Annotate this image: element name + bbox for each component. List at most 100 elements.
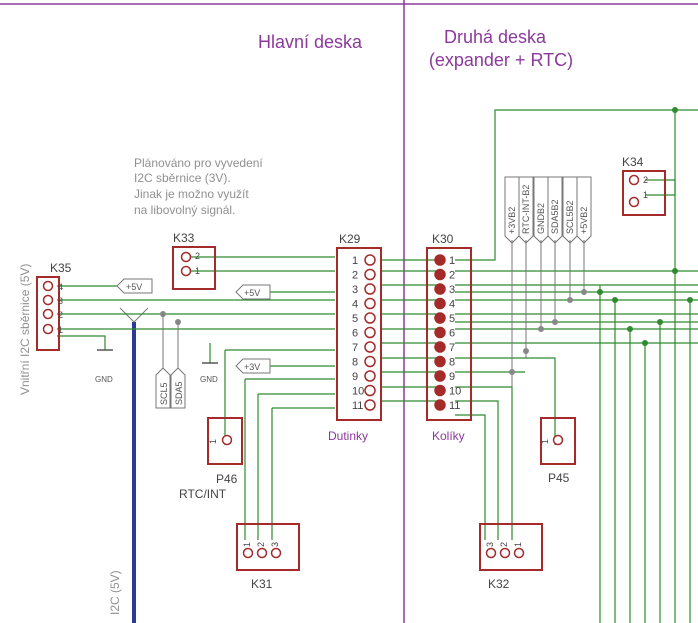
k31-label: K31 bbox=[251, 577, 273, 591]
plus3v-flag: +3V bbox=[244, 362, 260, 372]
connector-k32: 3 2 1 K32 bbox=[479, 523, 543, 591]
connector-p46: 1 P46 RTC/INT bbox=[179, 417, 243, 501]
k29-pin-1-label: 1 bbox=[352, 255, 358, 267]
note-line-2: I2C sběrnice (3V). bbox=[134, 171, 231, 185]
p46-pin-1: 1 bbox=[208, 439, 218, 444]
k32-pin-1: 1 bbox=[513, 542, 523, 547]
k30-pin-10-label: 10 bbox=[449, 386, 461, 398]
k31-pin-2: 2 bbox=[256, 542, 266, 547]
internal-bus-label: Vnitřní I2C sběrnice (5V) bbox=[18, 264, 32, 395]
k29-pin-3-label: 3 bbox=[352, 284, 358, 296]
k32-pin-3: 3 bbox=[485, 542, 495, 547]
bus-entry-2 bbox=[133, 307, 149, 323]
power-flags: +5V +5V +3V bbox=[116, 278, 271, 374]
k29-pin-7-circle bbox=[364, 341, 376, 353]
k30-pin-9-circle bbox=[434, 370, 446, 382]
k32-label: K32 bbox=[488, 577, 510, 591]
rtc-int-label: RTC/INT bbox=[179, 487, 227, 501]
connector-k31: 1 2 3 K31 bbox=[236, 523, 300, 591]
k30-label: K30 bbox=[432, 232, 454, 246]
k35-label: K35 bbox=[50, 261, 72, 275]
k30-pin-8-circle bbox=[434, 355, 446, 368]
k29-pin-5-circle bbox=[364, 312, 376, 324]
k30-pin-4-circle bbox=[434, 297, 446, 310]
note-line-3: Jinak je možno využít bbox=[134, 187, 249, 201]
k30-pin-6-label: 6 bbox=[449, 328, 455, 340]
k33-pin-1: 1 bbox=[195, 266, 200, 276]
koliky-label: Kolíky bbox=[432, 429, 465, 443]
k34-pin-2: 2 bbox=[643, 175, 648, 185]
bus-label-sda5b2: SDA5B2 bbox=[550, 199, 560, 234]
k29-pin-7-label: 7 bbox=[352, 342, 358, 354]
junctions bbox=[597, 107, 693, 346]
plus5v-flag-1: +5V bbox=[126, 282, 142, 292]
k29-pin-3-circle bbox=[364, 283, 376, 295]
gnd-label-1: GND bbox=[95, 375, 113, 384]
k29-pin-10-circle bbox=[364, 384, 376, 397]
k30-pin-9-label: 9 bbox=[449, 371, 455, 383]
k29-pin-8-label: 8 bbox=[352, 357, 358, 369]
k30-pin-11-label: 11 bbox=[449, 400, 460, 412]
bus-label-3vb2: +3VB2 bbox=[507, 207, 517, 234]
k35-pin-2: 2 bbox=[58, 310, 63, 320]
connector-k34: K34 2 1 bbox=[622, 155, 666, 216]
k30-pin-8-label: 8 bbox=[449, 357, 455, 369]
k30-pin-1-circle bbox=[434, 254, 446, 266]
k29-pin-10-label: 10 bbox=[352, 386, 364, 398]
k30-pin-10-circle bbox=[434, 384, 446, 397]
p45-pin-1: 1 bbox=[540, 439, 550, 444]
k29-pin-2-label: 2 bbox=[352, 270, 358, 282]
second-board-title: Druhá deska bbox=[444, 27, 547, 47]
note-line-1: Plánováno pro vyvedení bbox=[134, 156, 263, 170]
k31-pin-3: 3 bbox=[270, 542, 280, 547]
k29-pin-2-circle bbox=[364, 268, 376, 281]
k30-pin-3-label: 3 bbox=[449, 284, 455, 296]
p46-label: P46 bbox=[216, 472, 238, 486]
scl-sda-labels: SCL5 SDA5 bbox=[155, 314, 186, 409]
k31-pin-1: 1 bbox=[242, 542, 252, 547]
k30-pin-2-circle bbox=[434, 268, 446, 281]
k30-pin-4-label: 4 bbox=[449, 299, 455, 311]
k29-pin-9-circle bbox=[364, 370, 376, 382]
sda5-label: SDA5 bbox=[174, 381, 184, 405]
k34-label: K34 bbox=[622, 155, 644, 169]
b2-bus-lines bbox=[511, 240, 585, 387]
k30-pin-6-circle bbox=[434, 326, 446, 339]
b2-labels: +3VB2 RTC-INT-B2 GNDB2 SDA5B2 SCL5B2 +5V… bbox=[504, 176, 592, 244]
scl5-label: SCL5 bbox=[159, 382, 169, 405]
connector-k33: K33 2 1 bbox=[172, 231, 216, 290]
main-board-title: Hlavní deska bbox=[258, 32, 363, 52]
planning-note: Plánováno pro vyvedení I2C sběrnice (3V)… bbox=[134, 156, 263, 217]
k29-pin-6-label: 6 bbox=[352, 328, 358, 340]
k30-pin-5-label: 5 bbox=[449, 313, 455, 325]
bus-entry-1 bbox=[119, 307, 135, 323]
k30-pin-11-circle bbox=[434, 399, 446, 411]
k29-pin-9-label: 9 bbox=[352, 371, 358, 383]
k29-pin-4-circle bbox=[364, 297, 376, 310]
connector-k29: K29 Dutinky 1 2 3 4 5 6 7 8 9 10 11 bbox=[328, 232, 382, 443]
k35-pin-3: 3 bbox=[58, 296, 63, 306]
connector-k35: K35 4 3 2 1 bbox=[36, 261, 72, 351]
bus-label-gndb2: GNDB2 bbox=[536, 203, 546, 234]
k33-pin-2: 2 bbox=[195, 251, 200, 261]
dutinky-label: Dutinky bbox=[328, 429, 368, 443]
k29-pin-11-label: 11 bbox=[352, 400, 363, 412]
bus-label-5vb2: +5VB2 bbox=[579, 207, 589, 234]
bus-label-rtc-int-b2: RTC-INT-B2 bbox=[521, 185, 531, 234]
note-line-4: na libovolný signál. bbox=[134, 203, 235, 217]
k29-pin-6-circle bbox=[364, 326, 376, 339]
k30-pin-5-circle bbox=[434, 312, 446, 324]
gnd-label-2: GND bbox=[200, 375, 218, 384]
k29-pin-5-label: 5 bbox=[352, 313, 358, 325]
k29-label: K29 bbox=[339, 232, 361, 246]
k29-pin-8-circle bbox=[364, 355, 376, 368]
k30-pin-2-label: 2 bbox=[449, 270, 455, 282]
bus-label-scl5b2: SCL5B2 bbox=[565, 200, 575, 234]
k30-pin-3-circle bbox=[434, 283, 446, 295]
k29-pin-1-circle bbox=[364, 254, 376, 266]
connector-p45: 1 P45 bbox=[540, 417, 576, 485]
k29-pin-4-label: 4 bbox=[352, 299, 358, 311]
i2c-bus-label: I2C (5V) bbox=[108, 570, 122, 615]
k35-pin-4: 4 bbox=[58, 282, 63, 292]
